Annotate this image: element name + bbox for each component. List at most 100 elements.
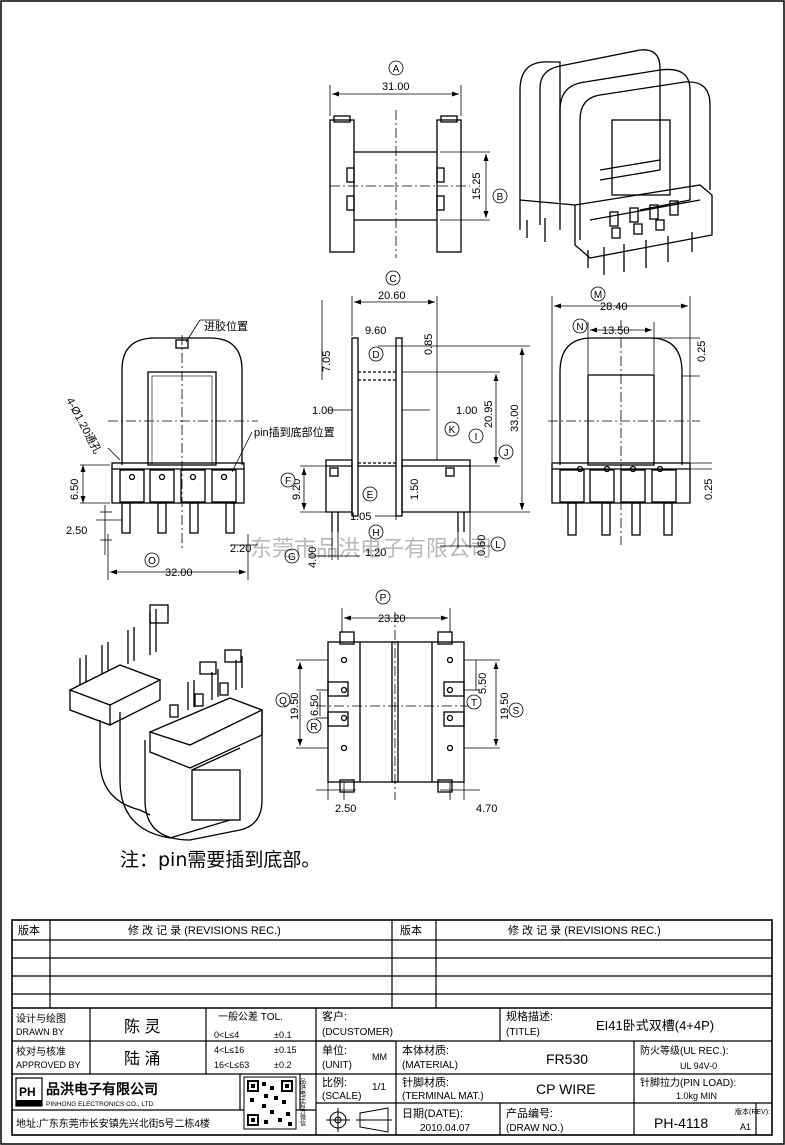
- balloon-F: F: [285, 476, 291, 487]
- unit-label: 单位:: [322, 1043, 347, 1057]
- dim-S: 19.50: [499, 692, 511, 720]
- rev-title-right: 修 改 记 录 (REVISIONS REC.): [508, 923, 661, 937]
- side-view-middle: [300, 296, 530, 560]
- rev-value: A1: [740, 1122, 751, 1132]
- scale-sub: (SCALE): [322, 1091, 361, 1102]
- balloon-H: H: [372, 528, 379, 539]
- dim-A: 31.00: [382, 81, 410, 93]
- unit-sub: (UNIT): [322, 1060, 352, 1071]
- dim-I: 20.95: [483, 400, 495, 428]
- terminal-sub: (TERMINAL MAT.): [402, 1091, 484, 1102]
- dim-H: 1.20: [365, 547, 386, 559]
- dim-250b: 2.50: [335, 803, 356, 815]
- dim-M: 28.40: [600, 301, 628, 313]
- dim-705: 7.05: [321, 351, 333, 372]
- dim-B: 15.25: [471, 172, 483, 200]
- balloon-B: B: [497, 192, 504, 203]
- dim-P: 23.20: [378, 613, 406, 625]
- dim-085: 0.85: [423, 334, 435, 355]
- title-sub: (TITLE): [506, 1027, 540, 1038]
- dim-470: 4.70: [476, 803, 497, 815]
- ul-label: 防火等级(UL REC.):: [640, 1044, 729, 1057]
- dim-220: 2.20: [230, 543, 251, 555]
- balloon-O: O: [148, 556, 156, 567]
- approver-label-en: APPROVED BY: [16, 1060, 81, 1070]
- note: 注：pin需要插到底部。: [120, 849, 320, 871]
- dim-E: 1.50: [409, 479, 421, 500]
- material-value: FR530: [546, 1051, 588, 1067]
- watermark: 东莞市品洪电子有限公司: [250, 537, 492, 562]
- qr-side-text: 品洪电子官方微信: [299, 1078, 306, 1127]
- balloon-G: G: [288, 552, 296, 563]
- balloon-T: T: [471, 698, 477, 709]
- dim-D: 9.60: [365, 325, 386, 337]
- balloon-I: I: [475, 432, 478, 443]
- date-label: 日期(DATE):: [402, 1107, 463, 1120]
- rev-label: 版本(REV):: [735, 1107, 770, 1116]
- balloon-M: M: [594, 290, 602, 301]
- dim-105: 1.05: [350, 511, 371, 523]
- dim-L: 0.60: [476, 535, 488, 556]
- unit-value: MM: [372, 1052, 387, 1062]
- tol-value-3: ±0.2: [274, 1060, 291, 1070]
- company-en: PINHONG ELECTRONICS CO., LTD.: [46, 1101, 155, 1108]
- address: 地址:广东东莞市长安镇先兴北街5号二栋4楼: [16, 1117, 210, 1130]
- balloon-J: J: [504, 448, 509, 459]
- bottom-view: [296, 608, 500, 800]
- tol-value-2: ±0.15: [274, 1045, 296, 1055]
- scale-value: 1/1: [372, 1082, 386, 1093]
- isometric-view-bottom: [68, 604, 264, 841]
- dim-100a: 1.00: [312, 405, 333, 417]
- company-cn: 品洪电子有限公司: [46, 1081, 158, 1097]
- title-label: 规格描述:: [506, 1009, 553, 1023]
- material-label: 本体材质:: [402, 1043, 449, 1057]
- dim-250: 2.50: [66, 525, 87, 537]
- dim-J: 33.00: [509, 404, 521, 432]
- drawno-label: 产品编号:: [506, 1106, 553, 1120]
- pinload-value: 1.0kg MIN: [676, 1091, 717, 1101]
- dimension-labels: 31.00 15.25 20.60 9.60 0.85 7.05 1.00 1.…: [66, 81, 715, 815]
- title-block-frame: [11, 919, 773, 1136]
- front-view-top: [329, 85, 490, 258]
- tol-range-1: 0<L≤4: [214, 1030, 239, 1040]
- terminal-label: 针脚材质:: [402, 1075, 449, 1089]
- drawno-sub: (DRAW NO.): [506, 1123, 563, 1134]
- dim-650: 6.50: [69, 479, 81, 500]
- balloon-R: R: [310, 722, 317, 733]
- balloon-P: P: [380, 593, 387, 604]
- designer-label-en: DRAWN BY: [16, 1027, 64, 1037]
- tol-title: 一般公差 TOL.: [218, 1010, 283, 1023]
- dim-025b: 0.25: [703, 479, 715, 500]
- balloon-L: L: [495, 540, 501, 551]
- approver-label-cn: 校对与核准: [16, 1045, 66, 1058]
- customer-label: 客户:: [322, 1009, 347, 1023]
- svg-text:PH: PH: [19, 1085, 36, 1099]
- balloon-letters: A B C D I J F E H G L O M N P Q R T S K: [144, 60, 606, 734]
- title-value: EI41卧式双槽(4+4P): [596, 1018, 714, 1033]
- dim-025a: 0.25: [696, 341, 708, 362]
- approver-name: 陆 涌: [124, 1050, 160, 1068]
- isometric-view-top: [519, 49, 713, 275]
- balloon-A: A: [393, 64, 400, 75]
- tol-range-3: 16<L≤63: [214, 1060, 249, 1070]
- gate-callout: 进胶位置: [204, 319, 248, 333]
- company-logo: PH: [15, 1077, 43, 1107]
- tol-range-2: 4<L≤16: [214, 1045, 244, 1055]
- rev-header-right: 版本: [400, 923, 422, 937]
- material-sub: (MATERIAL): [402, 1060, 458, 1071]
- designer-name: 陈 灵: [124, 1018, 160, 1036]
- rev-title-left: 修 改 记 录 (REVISIONS REC.): [128, 923, 281, 937]
- designer-label-cn: 设计与绘图: [16, 1012, 66, 1025]
- dim-C: 20.60: [378, 290, 406, 302]
- balloon-N: N: [576, 322, 583, 333]
- terminal-value: CP WIRE: [536, 1081, 596, 1097]
- ul-value: UL 94V-0: [680, 1061, 717, 1071]
- pin-insert-callout: pin插到底部位置: [254, 425, 335, 439]
- date-value: 2010.04.07: [420, 1123, 470, 1134]
- balloon-K: K: [449, 425, 456, 436]
- drawno-value: PH-4118: [654, 1115, 708, 1131]
- dim-O: 32.00: [165, 567, 193, 579]
- balloon-D: D: [372, 350, 379, 361]
- balloon-C: C: [389, 274, 396, 285]
